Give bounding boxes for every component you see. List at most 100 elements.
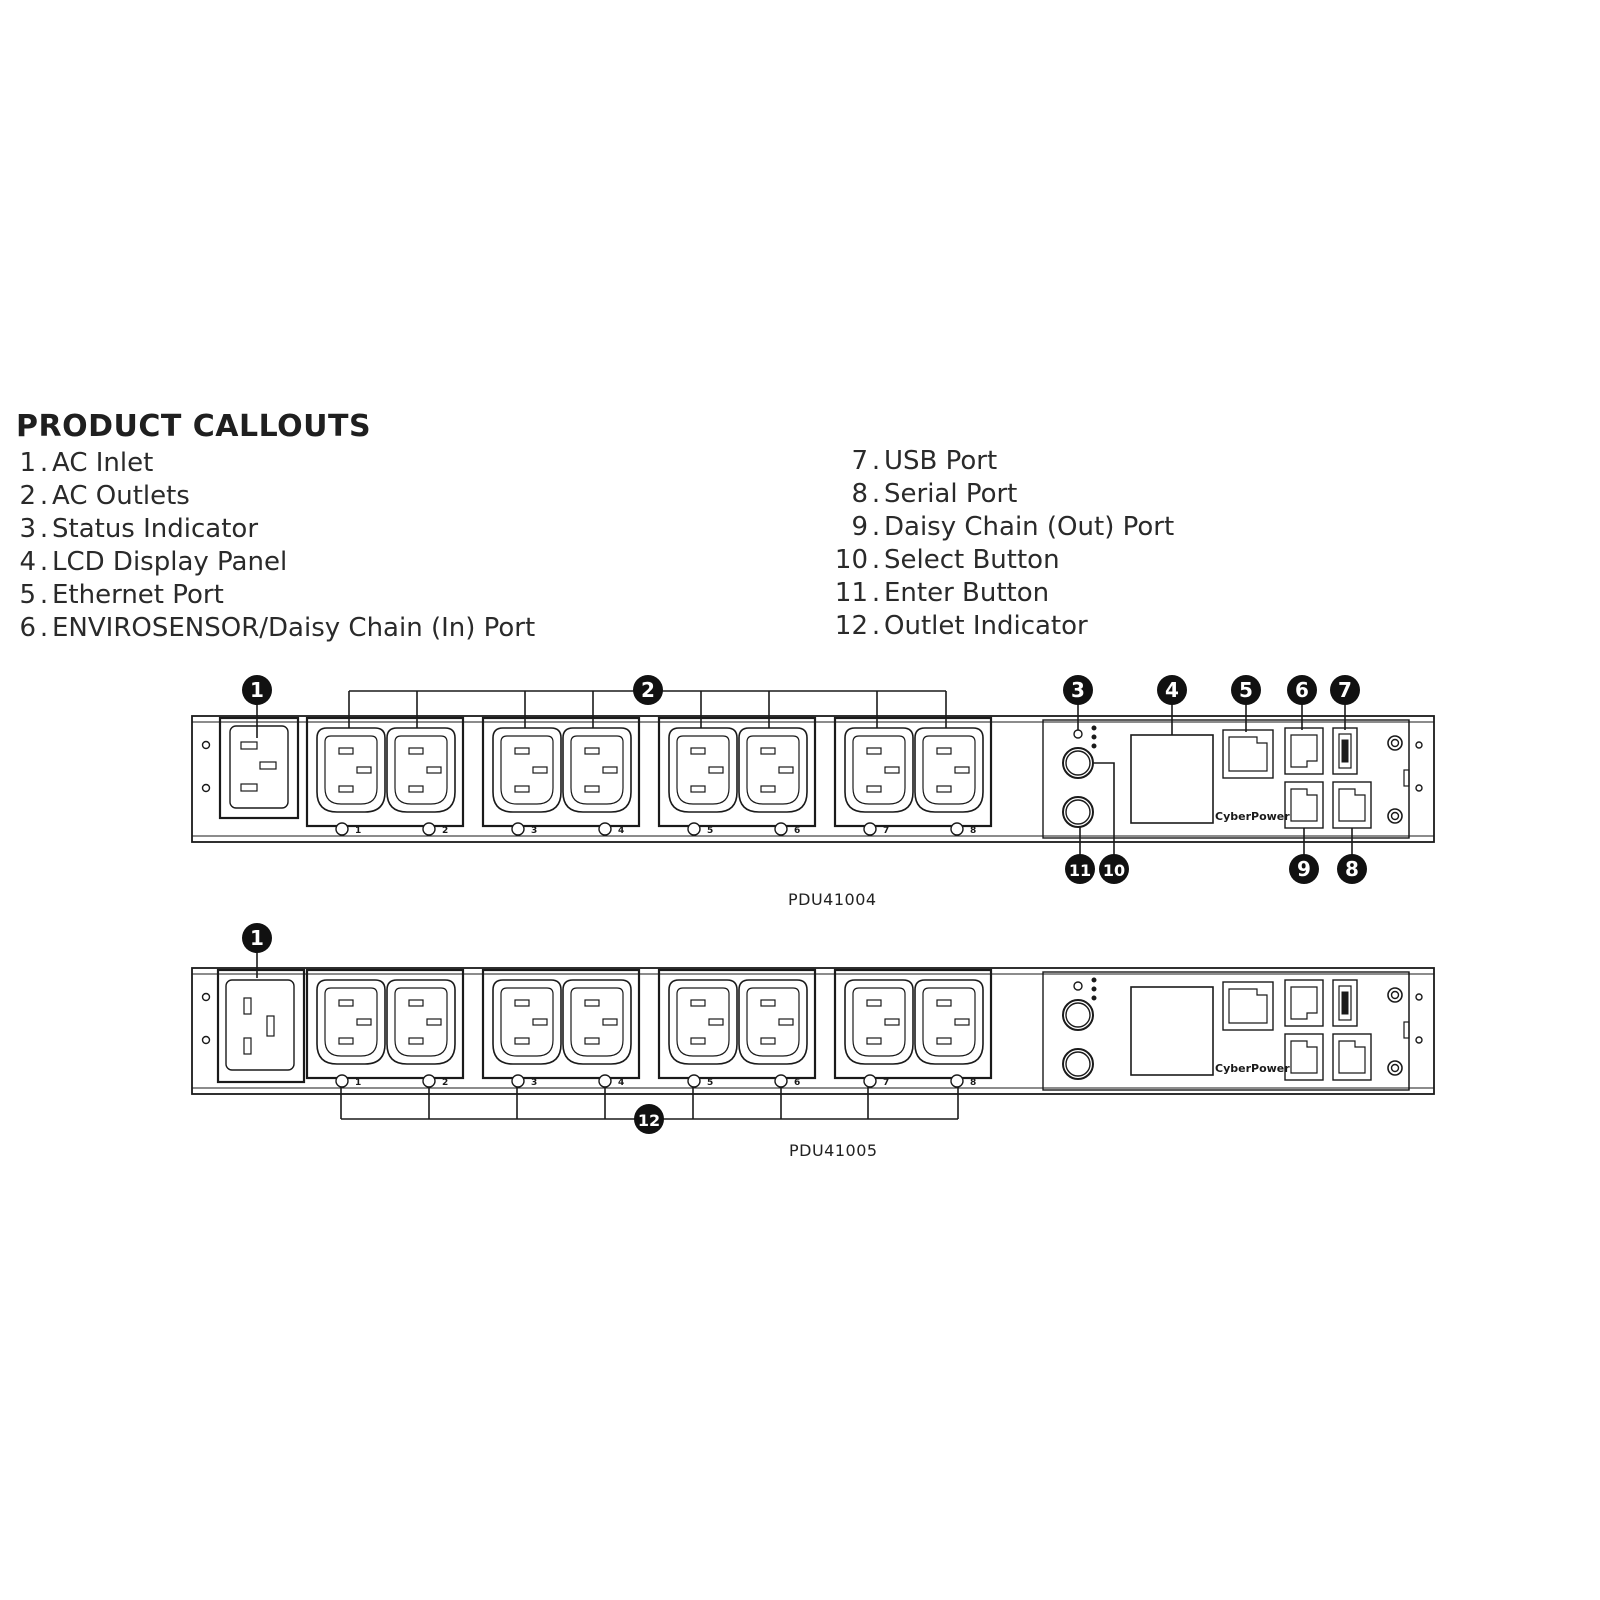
outlet-indicator-led [422,822,436,836]
outlet-indicator-led [335,822,349,836]
callout-badge-8: 8 [1337,854,1367,884]
outlet-inner [500,735,554,805]
status-indicator-led [1073,981,1083,991]
outlet-inner [500,987,554,1057]
outlet-inner [852,987,906,1057]
outlet-slot [690,999,706,1007]
outlet-number: 4 [618,826,624,836]
outlet-inner [324,987,378,1057]
indicator-dot [1091,977,1097,983]
callout-badge-number: 6 [1295,678,1309,702]
outlet-slot [708,766,724,774]
outlet-indicator-led [863,822,877,836]
outlet-indicator-led [335,1074,349,1088]
outlet-module-frame [833,968,993,1080]
ac-outlet [738,727,808,813]
port-frame [1284,979,1324,1027]
callout-number: 11 [834,578,868,608]
outlet-shell [386,979,456,1065]
mounting-hole [1415,1036,1423,1044]
outlet-slot [356,1018,372,1026]
ac-outlet [914,727,984,813]
ac-inlet [218,716,300,820]
inlet-socket [225,979,295,1071]
outlet-inner [570,987,624,1057]
outlet-indicator-led [950,822,964,836]
callout-number: 12 [834,611,868,641]
outlet-slot [532,766,548,774]
outlet-shell [562,727,632,813]
model-label-pdu41005: PDU41005 [789,1141,878,1160]
outlet-number: 6 [794,826,800,836]
callout-item: 1.AC Inlet [16,447,535,480]
outlet-shell [844,979,914,1065]
outlet-indicator-led [598,1074,612,1088]
ac-outlet [492,979,562,1065]
outlet-shell [844,727,914,813]
callout-label: Serial Port [884,479,1018,509]
mounting-hole [201,1035,211,1045]
callout-separator: . [39,547,49,577]
indicator-dot [1091,725,1097,731]
callout-badge-9: 9 [1289,854,1319,884]
outlet-slot [954,766,970,774]
ground-screw [1387,735,1403,751]
callout-number: 2 [19,481,36,511]
outlet-slot [426,766,442,774]
callout-item: 3.Status Indicator [16,513,535,546]
pdu-chassis [191,715,1435,843]
outlet-number: 6 [794,1078,800,1088]
select-button-graphic [1062,747,1094,779]
callout-badge-1: 1 [242,923,272,953]
usb-port-graphic [1332,727,1358,775]
callout-label: Daisy Chain (Out) Port [884,512,1175,542]
callout-label: Ethernet Port [52,580,224,610]
outlet-shell [668,727,738,813]
indicator-dot [1091,995,1097,1001]
callout-separator: . [871,446,881,476]
brand-logo-text: CyberPower [1215,1062,1290,1075]
inlet-pin [240,783,258,792]
port-frame [1332,1033,1372,1081]
ground-screw [1387,808,1403,824]
callout-badge-11: 11 [1065,854,1095,884]
outlet-inner [676,987,730,1057]
outlet-number: 8 [970,826,976,836]
inlet-pin [243,1037,252,1055]
port-frame [1284,727,1324,775]
outlet-slot [408,1037,424,1045]
ac-outlet [492,727,562,813]
inlet-socket [229,725,289,809]
outlet-slot [584,1037,600,1045]
outlet-slot [584,999,600,1007]
ground-screw [1387,987,1403,1003]
port-jack [1338,1040,1366,1074]
ac-outlet [914,979,984,1065]
callout-badge-7: 7 [1330,675,1360,705]
inlet-frame [216,968,306,1084]
outlet-number: 8 [970,1078,976,1088]
outlet-shell [738,727,808,813]
callout-badge-number: 1 [250,926,264,950]
callout-label: Select Button [884,545,1060,575]
port-jack [1290,1040,1318,1074]
enter-button-graphic [1062,1048,1094,1080]
usb-slot [1338,733,1352,769]
indicator-dot [1091,986,1097,992]
inlet-pin [266,1015,275,1037]
port-jack [1338,788,1366,822]
ac-outlet [562,727,632,813]
outlet-slot [602,1018,618,1026]
callout-number: 9 [851,512,868,542]
callout-badge-circle [1287,675,1317,705]
button-ring [1062,747,1094,779]
outlet-shell [668,979,738,1065]
outlet-inner [570,735,624,805]
